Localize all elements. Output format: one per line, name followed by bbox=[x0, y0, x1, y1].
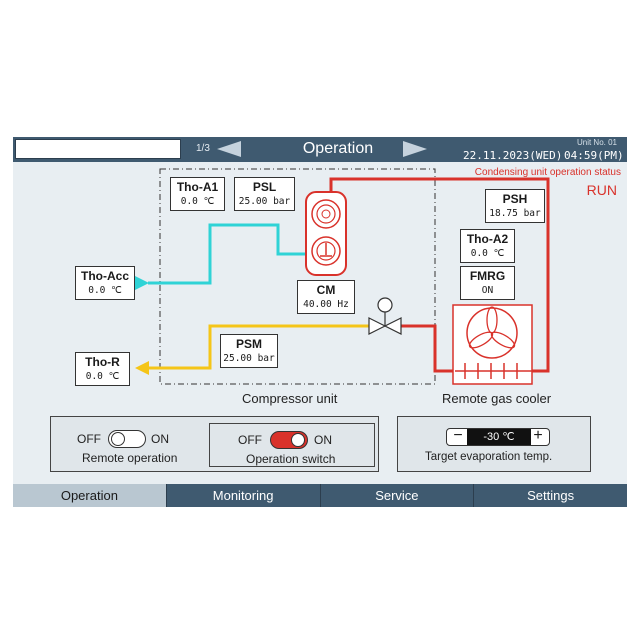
tab-service[interactable]: Service bbox=[320, 484, 474, 507]
sensor-value: 0.0 ℃ bbox=[76, 284, 134, 297]
sensor-name: CM bbox=[298, 283, 354, 298]
target-temp-label: Target evaporation temp. bbox=[425, 451, 552, 463]
sensor-value: 25.00 bar bbox=[235, 195, 294, 208]
remote-operation-label: Remote operation bbox=[82, 451, 177, 465]
bottom-tab-bar: Operation Monitoring Service Settings bbox=[13, 484, 627, 507]
operation-switch-on-label: ON bbox=[314, 433, 332, 447]
decrement-button[interactable]: − bbox=[449, 427, 467, 445]
remote-operation-off-label: OFF bbox=[77, 432, 101, 446]
sensor-psh: PSH 18.75 bar bbox=[485, 189, 545, 223]
gas-cooler-caption: Remote gas cooler bbox=[442, 391, 551, 406]
operation-switch-group: OFF ON Operation switch bbox=[209, 423, 375, 467]
toggle-knob bbox=[291, 433, 305, 447]
sensor-fmrg: FMRG ON bbox=[460, 266, 515, 300]
sensor-value: 0.0 ℃ bbox=[76, 370, 129, 383]
switch-panel: OFF ON Remote operation OFF ON Operation… bbox=[50, 416, 379, 472]
toggle-knob bbox=[111, 432, 125, 446]
sensor-cm: CM 40.00 Hz bbox=[297, 280, 355, 314]
operation-switch-label: Operation switch bbox=[246, 452, 335, 466]
compressor-unit-caption: Compressor unit bbox=[242, 391, 337, 406]
hmi-screen: 1/3 Operation Unit No. 01 22.11.2023(WED… bbox=[13, 137, 627, 507]
sensor-value: 0.0 ℃ bbox=[461, 247, 514, 260]
sensor-tho-acc: Tho-Acc 0.0 ℃ bbox=[75, 266, 135, 300]
tab-operation[interactable]: Operation bbox=[13, 484, 166, 507]
operation-switch-toggle[interactable] bbox=[270, 431, 308, 449]
sensor-psl: PSL 25.00 bar bbox=[234, 177, 295, 211]
increment-button[interactable]: + bbox=[529, 427, 547, 445]
remote-operation-on-label: ON bbox=[151, 432, 169, 446]
liquid-outlet-arrow-icon bbox=[135, 361, 149, 375]
sensor-name: FMRG bbox=[461, 269, 514, 284]
target-temp-stepper[interactable]: − -30 ℃ + bbox=[446, 428, 550, 446]
sensor-value: 18.75 bar bbox=[486, 207, 544, 220]
target-temp-panel: − -30 ℃ + Target evaporation temp. bbox=[397, 416, 591, 472]
sensor-value: 40.00 Hz bbox=[298, 298, 354, 311]
tab-monitoring[interactable]: Monitoring bbox=[166, 484, 320, 507]
tab-settings[interactable]: Settings bbox=[473, 484, 627, 507]
sensor-name: Tho-A2 bbox=[461, 232, 514, 247]
gas-cooler-fan-icon bbox=[453, 305, 532, 384]
sensor-name: PSH bbox=[486, 192, 544, 207]
compressor-icon bbox=[306, 192, 346, 275]
sensor-name: Tho-Acc bbox=[76, 269, 134, 284]
suction-inlet-arrow-icon bbox=[135, 276, 149, 290]
sensor-value: 0.0 ℃ bbox=[171, 195, 224, 208]
sensor-tho-a1: Tho-A1 0.0 ℃ bbox=[170, 177, 225, 211]
sensor-value: 25.00 bar bbox=[221, 352, 277, 365]
expansion-valve-icon bbox=[369, 298, 401, 334]
suction-line bbox=[148, 225, 318, 283]
sensor-tho-r: Tho-R 0.0 ℃ bbox=[75, 352, 130, 386]
sensor-psm: PSM 25.00 bar bbox=[220, 334, 278, 368]
operation-switch-off-label: OFF bbox=[238, 433, 262, 447]
remote-operation-toggle[interactable] bbox=[108, 430, 146, 448]
sensor-name: Tho-R bbox=[76, 355, 129, 370]
sensor-name: Tho-A1 bbox=[171, 180, 224, 195]
sensor-name: PSL bbox=[235, 180, 294, 195]
target-temp-value[interactable]: -30 ℃ bbox=[467, 429, 531, 445]
sensor-value: ON bbox=[461, 284, 514, 297]
sensor-name: PSM bbox=[221, 337, 277, 352]
sensor-tho-a2: Tho-A2 0.0 ℃ bbox=[460, 229, 515, 263]
